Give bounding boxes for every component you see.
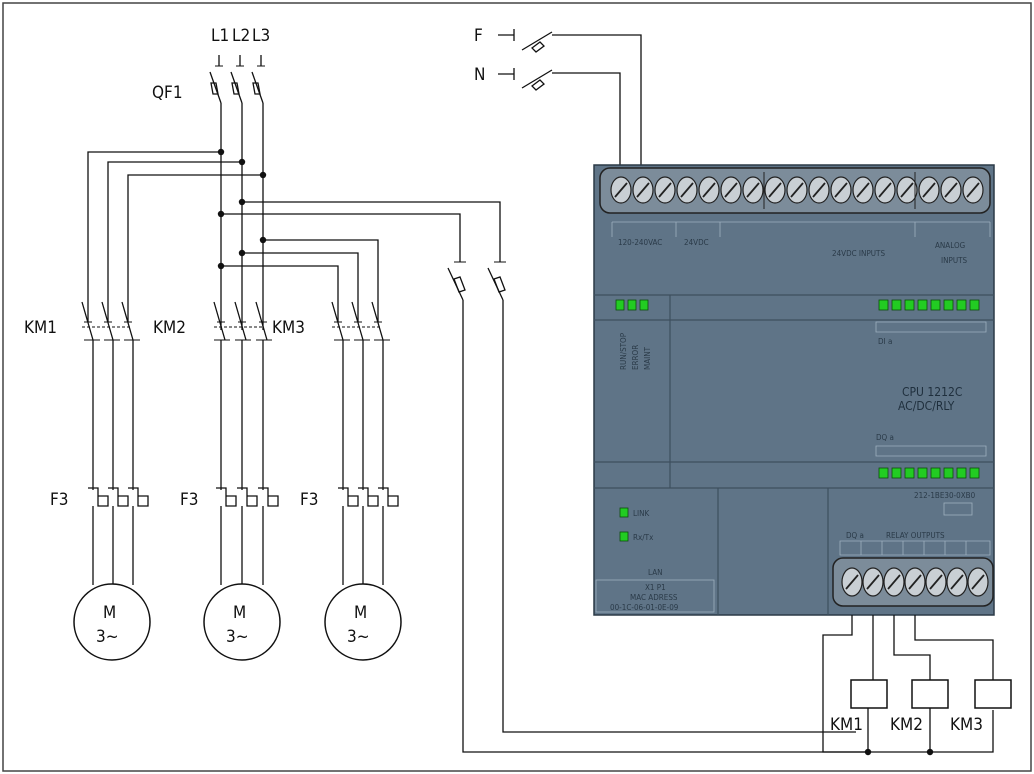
plc-maint-label: MAINT [643,346,652,370]
plc-ip-label: X1 P1 [645,583,666,592]
plc-output-leds [878,467,980,479]
coil-km3 [974,679,1012,709]
motor-3: M 3~ [324,583,402,661]
motor-1-spec: 3~ [96,627,119,647]
plc-model-line1: CPU 1212C [902,385,962,399]
plc-analog-label: ANALOG [935,241,965,250]
plc-mac-value: 00-1C-06-01-0E-09 [610,603,679,612]
plc-inputs-label: 24VDC INPUTS [832,249,885,258]
coil-km1 [850,679,888,709]
motor-2-spec: 3~ [226,627,249,647]
plc-model-line2: AC/DC/RLY [898,399,955,413]
plc-error-label: ERROR [631,345,640,370]
motor-3-letter: M [354,603,367,623]
output-wiring [822,615,994,753]
plc-lan-leds [619,507,629,542]
plc-rxtx-label: Rx/Tx [633,533,654,542]
supply-label-f: F [474,26,483,46]
plc-mac-label: MAC ADRESS [630,593,678,602]
plc-link-label: LINK [633,509,650,518]
overload-label-2: F3 [180,490,199,510]
plc-panel-lines [594,294,994,615]
relay-coils [850,679,1012,709]
branch-km2 [213,301,272,490]
coil-junctions [864,748,934,756]
motor-2: M 3~ [203,583,281,661]
breaker-qf1 [209,55,265,330]
branch-km1 [81,301,140,490]
plc-di-label: DI a [878,337,892,346]
phase-label-l3: L3 [252,26,270,46]
motor-1-letter: M [103,603,116,623]
junction-dots [217,148,267,270]
phase-label-l2: L2 [232,26,250,46]
contactor-label-km2: KM2 [153,318,186,338]
motor-3-spec: 3~ [347,627,370,647]
branch-km3 [331,301,390,490]
plc-label-row [611,221,991,237]
phase-labels: L1 L2 L3 [211,26,270,46]
supply-wiring [498,29,642,175]
plc-dip-switch [943,502,973,516]
contactor-label-km3: KM3 [272,318,305,338]
contactor-label-km1: KM1 [24,318,57,338]
plc-order-number: 212-1BE30-0XB0 [914,491,976,500]
plc-module: 120-240VAC 24VDC 24VDC INPUTS ANALOG INP… [593,164,995,616]
plc-run-label: RUN/STOP [619,332,628,370]
motor-1: M 3~ [73,583,151,661]
input-switches [447,261,868,753]
breaker-label: QF1 [152,83,183,103]
plc-lan-label: LAN [648,568,663,577]
plc-dc-label: 24VDC [684,238,709,247]
plc-mac-box [595,579,715,613]
plc-supply-label: 120-240VAC [618,238,662,247]
plc-dq-label: DQ a [876,433,894,442]
overload-label-3: F3 [300,490,319,510]
coil-label-km3: KM3 [950,715,983,735]
plc-dqa-label: DQ a [846,531,864,540]
coil-label-km2: KM2 [890,715,923,735]
plc-body [593,164,995,616]
overload-label-1: F3 [50,490,69,510]
supply-label-n: N [474,65,485,85]
plc-relay-label: RELAY OUTPUTS [886,531,945,540]
coil-km2 [911,679,949,709]
plc-input-leds [878,299,980,311]
overload-relays [88,487,399,585]
plc-analog-label-2: INPUTS [941,256,968,265]
phase-label-l1: L1 [211,26,229,46]
plc-status-leds [615,299,649,311]
distribution-wiring [87,151,501,322]
motor-2-letter: M [233,603,246,623]
coil-label-km1: KM1 [830,715,863,735]
